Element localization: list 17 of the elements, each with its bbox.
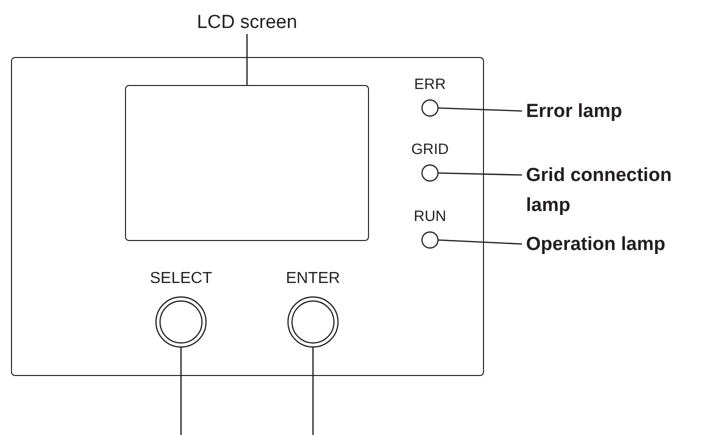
callout-label: Operation lamp bbox=[526, 234, 666, 255]
callout-label: Grid connection lamp bbox=[526, 165, 672, 216]
lamp-label: RUN bbox=[412, 208, 448, 225]
lamp-label: ERR bbox=[413, 76, 447, 93]
leader-line bbox=[438, 107, 522, 112]
leader-line bbox=[180, 347, 182, 435]
leader-line bbox=[438, 172, 522, 176]
button-label: ENTER bbox=[284, 270, 342, 288]
lcd-screen bbox=[125, 85, 369, 241]
lamp-label: GRID bbox=[410, 141, 450, 158]
callout-label: Error lamp bbox=[526, 101, 622, 122]
button-label: SELECT bbox=[148, 270, 214, 288]
control-panel bbox=[11, 57, 484, 376]
leader-line bbox=[438, 239, 522, 245]
leader-line bbox=[312, 347, 314, 435]
leader-line bbox=[246, 34, 248, 85]
part-label: LCD screen bbox=[196, 12, 298, 33]
